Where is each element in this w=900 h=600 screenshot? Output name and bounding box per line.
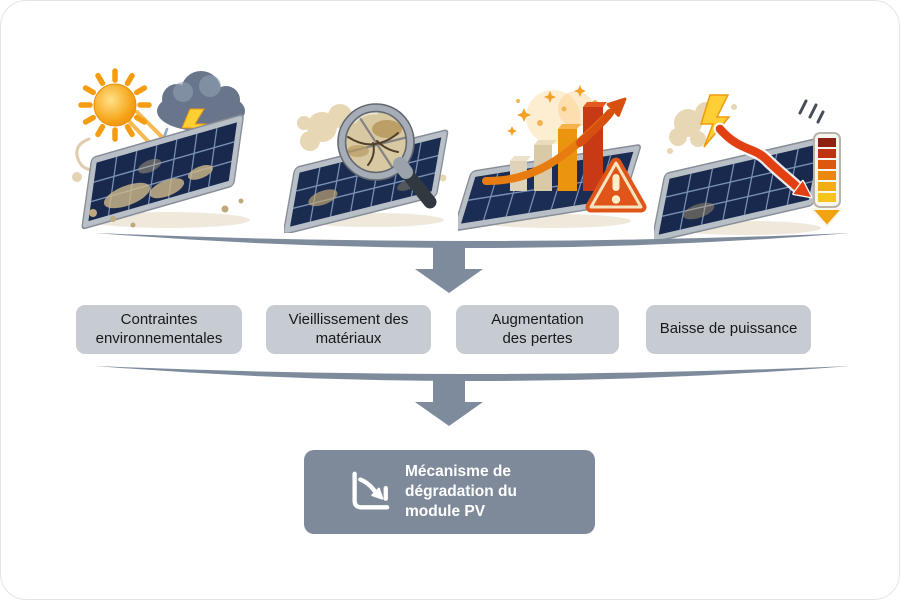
label-vieillissement-des-materiaux: Vieillissement des matériaux: [266, 305, 431, 354]
magnifier-icon: [337, 103, 437, 209]
label-text: Augmentation des pertes: [491, 310, 584, 347]
sun-storm-dusty-panel-icon: [72, 68, 250, 230]
down-arrow-icon: [415, 247, 483, 293]
down-arrow-icon: [415, 380, 483, 426]
trending-down-chart-icon: [352, 471, 390, 510]
power-gauge-icon: [809, 132, 844, 228]
result-box: Mécanisme de dégradation du module PV: [304, 450, 595, 534]
rising-losses-warning-panel-icon: [458, 85, 647, 232]
sparkles: [507, 85, 586, 136]
brace-curve: [95, 366, 851, 381]
solar-panel-icon: [654, 136, 827, 239]
power-drop-gauge-panel-icon: [654, 94, 844, 239]
label-contraintes-environnementales: Contraintes environnementales: [76, 305, 242, 354]
power-drop-illustration: [654, 87, 844, 239]
gather-arrow-top: [95, 233, 851, 293]
label-text: Contraintes environnementales: [95, 310, 223, 347]
material-aging-illustration: [284, 85, 459, 233]
label-text: Vieillissement des matériaux: [288, 310, 409, 347]
magnifier-cracked-panel-icon: [284, 103, 449, 233]
brace-curve: [95, 233, 851, 248]
gather-arrow-bottom: [95, 366, 851, 426]
rising-arrow-icon: [482, 97, 627, 185]
crack-lines: [347, 132, 399, 166]
environmental-stress-illustration: [63, 59, 268, 234]
warning-triangle-icon: [585, 157, 647, 213]
sun-icon: [78, 68, 152, 142]
solar-panel-icon: [81, 114, 244, 230]
declining-arrow-icon: [713, 122, 813, 199]
result-label: Mécanisme de dégradation du module PV: [405, 462, 517, 521]
label-augmentation-des-pertes: Augmentation des pertes: [456, 305, 619, 354]
losses-increase-illustration: [458, 81, 648, 233]
label-text: Baisse de puissance: [659, 320, 798, 338]
label-baisse-de-puissance: Baisse de puissance: [646, 305, 811, 354]
